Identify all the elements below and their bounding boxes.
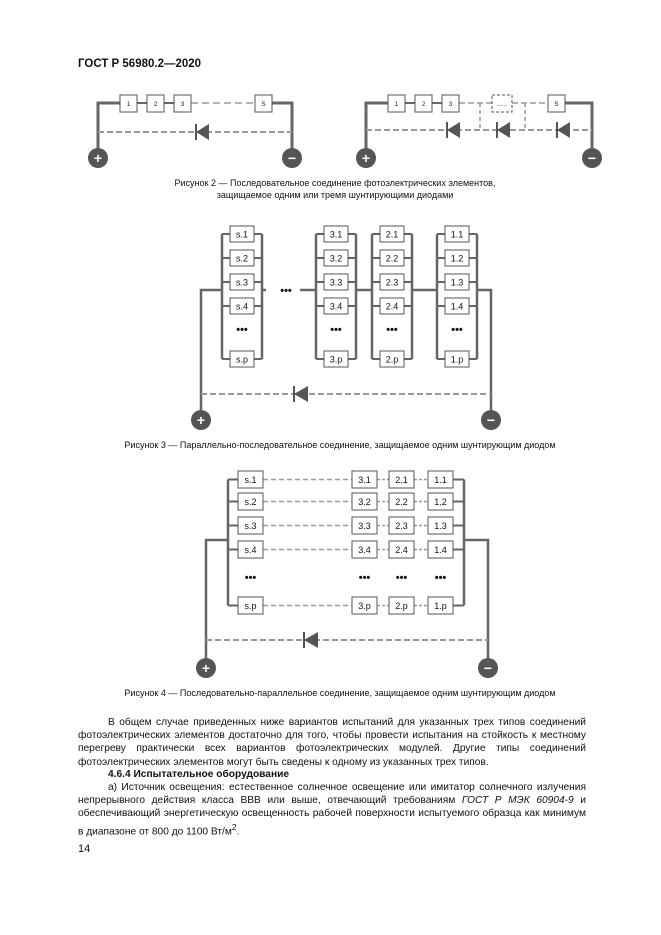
fig4-vertical-dots: •••: [396, 572, 408, 584]
fig3-cell-label: 2.1: [386, 230, 399, 240]
minus-sign: −: [588, 150, 596, 166]
figure3-caption: Рисунок 3 — Параллельно-последовательное…: [124, 440, 556, 450]
fig4-cell-label: s.4: [244, 545, 256, 555]
fig3-cell-label: 1.1: [451, 230, 464, 240]
fig3-cell-label: 3.4: [330, 302, 343, 312]
fig4-cell-label: 3.3: [358, 521, 371, 531]
fig3-cell-label: 2.3: [386, 278, 399, 288]
minus-terminal: [478, 658, 498, 678]
fig2r-cell-label: 3: [449, 102, 453, 108]
figure4-diagram: s.1 3.1 2.1 1.1 s.2 3.2 2.2 1.2 s.3 3.3 2.3 1.3 s.4 3…: [196, 470, 498, 678]
fig2r-cell-label: 2: [422, 102, 426, 108]
fig4-vertical-dots: •••: [245, 572, 257, 584]
fig4-cell-label: 2.p: [395, 601, 408, 611]
fig3-vertical-dots: •••: [236, 324, 248, 336]
fig2r-cell-label: 1: [395, 102, 399, 108]
figure2-right: 1 2 3 ...... S + −: [356, 94, 602, 168]
fig4-cell-label: s.1: [244, 475, 256, 485]
fig4-cell-label: 1.4: [434, 545, 447, 555]
fig4-cell-label: 1.1: [434, 475, 447, 485]
fig3-cell-label: s.2: [236, 254, 248, 264]
minus-sign: −: [484, 660, 492, 676]
fig3-horizontal-dots: •••: [280, 285, 292, 297]
superscript: 2: [231, 821, 237, 832]
figure2-caption: Рисунок 2 — Последовательное соединение …: [120, 177, 550, 201]
section-title: 4.6.4 Испытательное оборудование: [108, 769, 290, 780]
figure4-caption: Рисунок 4 — Последовательно-параллельное…: [124, 688, 556, 698]
fig3-cell-label: 2.4: [386, 302, 399, 312]
plus-terminal: [356, 148, 376, 168]
fig3-cell-label: 1.4: [451, 302, 464, 312]
fig2r-cell-label: S: [554, 102, 558, 108]
fig3-vertical-dots: •••: [451, 324, 463, 336]
plus-terminal: [88, 148, 108, 168]
page-number: 14: [78, 843, 91, 855]
fig2l-cell-label: 2: [154, 102, 158, 108]
fig4-cell-label: 3.p: [358, 601, 371, 611]
fig2l-cell-label: S: [261, 102, 265, 108]
fig3-cell-label: 2.p: [386, 355, 399, 365]
fig3-cell-label: 1.p: [451, 355, 464, 365]
fig3-cell-label: 3.p: [330, 355, 343, 365]
para2-start: а) Источник освещения: естественное солн…: [78, 782, 586, 807]
fig4-cell-label: 1.2: [434, 497, 447, 507]
figure3-diagram: s.1 s.2 s.3 s.4 s.p ••• 3.1 3.2 3.3 3.4 3.p ••• 2.1 2…: [191, 225, 501, 430]
fig3-cell-label: s.p: [236, 355, 248, 365]
fig4-cell-label: 2.4: [395, 545, 408, 555]
fig4-cell-label: 3.2: [358, 497, 371, 507]
minus-terminal: [481, 410, 501, 430]
figure2-caption-line2: защищаемое одним или тремя шунтирующими …: [216, 190, 454, 200]
fig4-vertical-dots: •••: [359, 572, 371, 584]
fig3-cell-label: s.4: [236, 302, 248, 312]
fig3-cell-label: 1.3: [451, 278, 464, 288]
fig3-vertical-dots: •••: [386, 324, 398, 336]
paragraph-test-variants: В общем случае приведенных ниже варианто…: [78, 717, 586, 768]
minus-terminal: [582, 148, 602, 168]
fig4-vertical-dots: •••: [435, 572, 447, 584]
fig3-cell-label: 1.2: [451, 254, 464, 264]
fig4-cell-label: s.2: [244, 497, 256, 507]
plus-sign: +: [202, 660, 210, 676]
fig2l-cell-label: 3: [181, 102, 185, 108]
standard-reference: ГОСТ Р МЭК 60904-9: [461, 795, 574, 807]
para2-end: и обеспечивающий энергетическую освещенн…: [78, 795, 586, 837]
minus-sign: −: [487, 412, 495, 428]
fig3-cell-label: 3.2: [330, 254, 343, 264]
plus-sign: +: [362, 150, 370, 166]
fig3-cell-label: s.1: [236, 230, 248, 240]
fig4-cell-label: 3.4: [358, 545, 371, 555]
fig4-cell-label: 2.2: [395, 497, 408, 507]
fig3-cell-label: 2.2: [386, 254, 399, 264]
fig3-vertical-dots: •••: [330, 324, 342, 336]
plus-sign: +: [197, 412, 205, 428]
fig4-cell-label: s.p: [244, 601, 256, 611]
minus-sign: −: [288, 150, 296, 166]
plus-terminal: [196, 658, 216, 678]
fig4-cell-label: 2.3: [395, 521, 408, 531]
fig2r-cell-label: ......: [497, 102, 507, 108]
fig4-cell-label: s.3: [244, 521, 256, 531]
plus-sign: +: [94, 150, 102, 166]
fig4-cell-label: 2.1: [395, 475, 408, 485]
fig4-cell-label: 1.3: [434, 521, 447, 531]
plus-terminal: [191, 410, 211, 430]
fig3-cell-label: s.3: [236, 278, 248, 288]
para2-tail: .: [236, 826, 240, 837]
fig3-cell-label: 3.1: [330, 230, 343, 240]
figure2-left: 1 2 3 S + −: [88, 94, 302, 168]
figure2-caption-line1: Рисунок 2 — Последовательное соединение …: [174, 178, 496, 188]
fig4-cell-label: 3.1: [358, 475, 371, 485]
fig3-cell-label: 3.3: [330, 278, 343, 288]
document-header: ГОСТ Р 56980.2—2020: [78, 58, 202, 70]
fig4-cell-label: 1.p: [434, 601, 447, 611]
fig2l-cell-label: 1: [127, 102, 131, 108]
minus-terminal: [282, 148, 302, 168]
paragraph-light-source: а) Источник освещения: естественное солн…: [78, 781, 586, 838]
